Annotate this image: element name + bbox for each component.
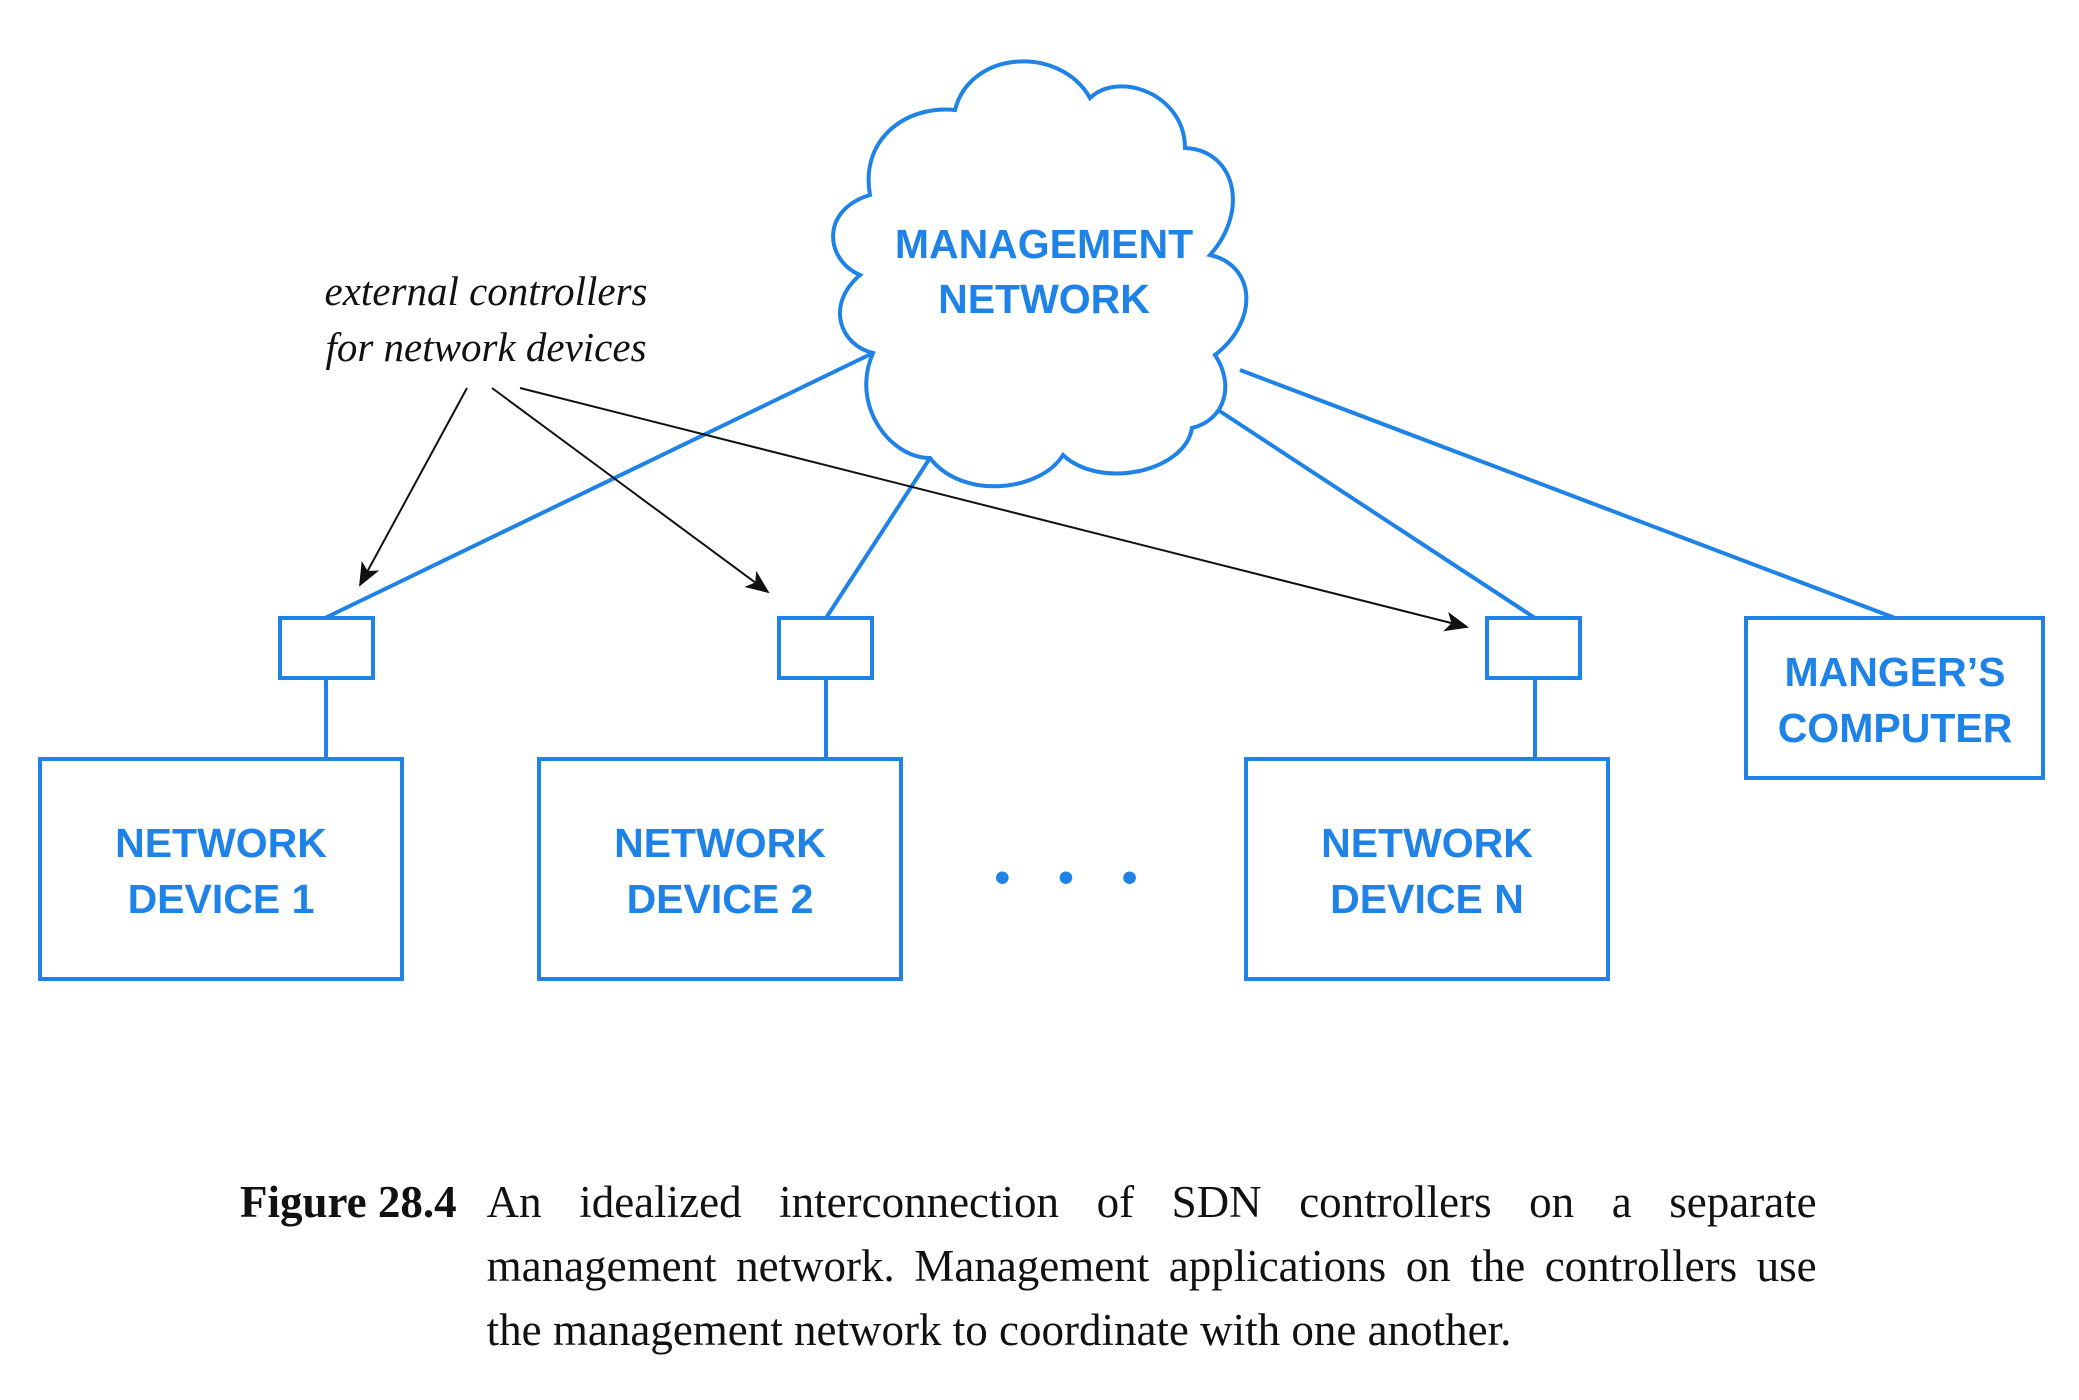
network-links (324, 351, 1896, 620)
figure-caption-label: Figure 28.4 (240, 1177, 457, 1227)
device-2-label-line1: NETWORK (614, 820, 826, 866)
figure-caption-text: An idealized interconnection of SDN cont… (486, 1177, 1817, 1355)
annotation-line1: external controllers (325, 268, 648, 314)
link-controller-n (1213, 406, 1537, 620)
network-device-2-box (537, 757, 903, 981)
link-manager-computer (1239, 368, 1896, 620)
figure-caption: Figure 28.4 An idealized interconnection… (240, 1170, 1850, 1362)
manager-computer-label-line1: MANGER’S (1785, 649, 2006, 695)
network-device-1-box (38, 757, 404, 981)
device-n-label-line2: DEVICE N (1330, 876, 1524, 922)
device-n-label-line1: NETWORK (1321, 820, 1533, 866)
ellipsis: • • • (995, 853, 1156, 902)
controller-box-2 (777, 616, 874, 680)
manager-computer-label-line2: COMPUTER (1778, 705, 2013, 751)
controller-box-1 (278, 616, 375, 680)
cloud-label-line1: MANAGEMENT (895, 221, 1193, 267)
arrow-to-controller-2 (491, 387, 770, 594)
device-1-label-line1: NETWORK (115, 820, 327, 866)
arrow-to-controller-n (519, 387, 1469, 632)
arrow-to-controller-1 (359, 387, 468, 587)
cloud-label-line2: NETWORK (938, 276, 1150, 322)
link-controller-2 (824, 456, 932, 620)
device-1-label-line2: DEVICE 1 (128, 876, 315, 922)
annotation-line2: for network devices (325, 324, 646, 370)
network-device-n-box (1244, 757, 1610, 981)
management-network-cloud (831, 59, 1249, 489)
controller-box-n (1485, 616, 1582, 680)
device-2-label-line2: DEVICE 2 (627, 876, 814, 922)
link-controller-1 (324, 351, 874, 620)
manager-computer-box (1744, 616, 2045, 780)
